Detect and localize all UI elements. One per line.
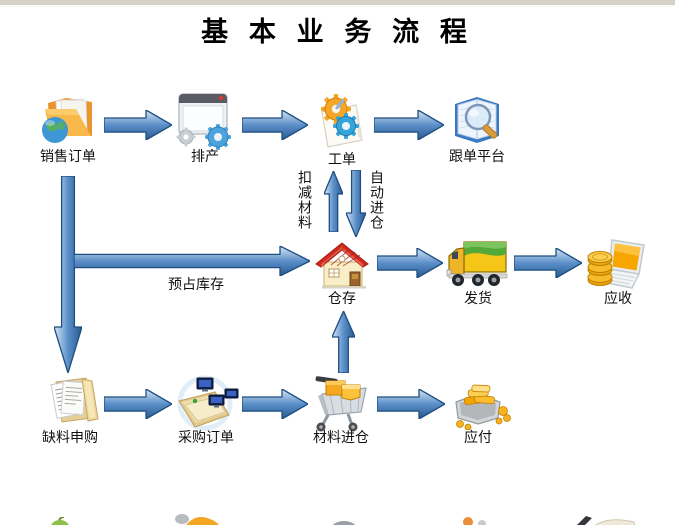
purchase-order-icon — [173, 375, 239, 431]
partial-icon-2 — [174, 511, 222, 525]
arrow-scheduling-to-workorder — [241, 109, 309, 144]
partial-icon-4 — [460, 513, 492, 525]
arrow-workorder-to-tracking — [373, 109, 445, 144]
arrow-material-inbound-to-warehouse — [331, 310, 356, 377]
arrow-warehouse-to-shipping — [376, 247, 444, 282]
arrow-shortage-to-purchase — [103, 388, 173, 423]
sales-order-label: 销售订单 — [40, 149, 96, 165]
partial-icon-5 — [574, 513, 638, 525]
arrow-shipping-to-receivable — [513, 247, 583, 282]
purchase-order-label: 采购订单 — [178, 430, 234, 446]
work-order-label: 工单 — [328, 152, 356, 168]
partial-icon-3 — [330, 516, 370, 525]
receivable-icon — [586, 236, 648, 292]
warehouse-icon — [312, 238, 372, 291]
warehouse-label: 仓存 — [328, 291, 356, 307]
sales-order-icon — [38, 90, 100, 150]
scheduling-label: 排产 — [191, 149, 219, 165]
arrow-inbound-to-payable — [376, 388, 446, 423]
arrow-purchase-to-inbound — [241, 388, 309, 423]
deduct-material-edge-label: 扣减材料 — [296, 170, 312, 230]
tracking-platform-icon — [445, 90, 509, 150]
payable-icon — [448, 378, 512, 430]
work-order-icon — [310, 92, 372, 150]
material-inbound-label: 材料进仓 — [313, 430, 369, 446]
partial-icon-1 — [48, 516, 72, 525]
receivable-label: 应收 — [604, 291, 632, 307]
page-title: 基 本 业 务 流 程 — [201, 17, 474, 47]
arrow-auto-inbound-down — [345, 169, 367, 241]
window-top-border-highlight — [0, 5, 675, 7]
material-shortage-request-label: 缺料申购 — [42, 430, 98, 446]
payable-label: 应付 — [464, 430, 492, 446]
tracking-platform-label: 跟单平台 — [449, 149, 505, 165]
shipping-icon — [445, 234, 511, 292]
auto-inbound-edge-label: 自动进仓 — [368, 170, 384, 230]
shipping-label: 发货 — [464, 291, 492, 307]
reserve-stock-edge-label: 预占库存 — [168, 277, 224, 293]
arrow-sales-to-shortage-down — [53, 175, 83, 377]
window-top-border — [0, 0, 675, 5]
material-inbound-icon — [308, 370, 376, 432]
arrow-reserve-stock-to-warehouse — [73, 245, 311, 280]
arrow-sales-to-scheduling — [103, 109, 173, 144]
material-shortage-request-icon — [40, 372, 102, 430]
arrow-deduct-material-up — [323, 170, 344, 236]
scheduling-icon — [172, 90, 236, 150]
